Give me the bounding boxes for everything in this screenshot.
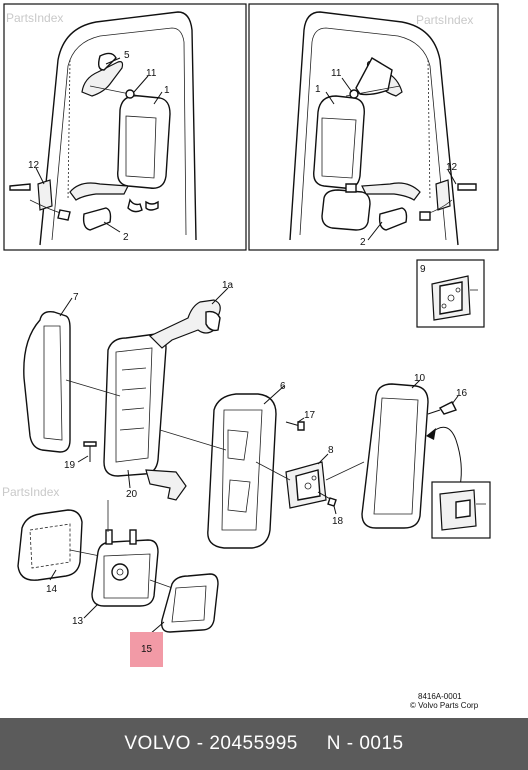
callout-12-right: 12 [446, 162, 458, 173]
callout-18: 18 [332, 516, 344, 527]
part-bracket-13 [83, 500, 179, 619]
callout-8: 8 [328, 445, 334, 456]
callout-19: 19 [64, 460, 76, 471]
callout-1a: 1a [222, 280, 234, 291]
watermark-top-left: PartsIndex [6, 11, 63, 25]
part-mirror-glass-10 [361, 379, 429, 529]
callout-10: 10 [414, 373, 426, 384]
part-frame-6 [159, 385, 285, 549]
callout-16: 16 [456, 388, 468, 399]
callout-5: 5 [124, 50, 130, 61]
parts-diagram: 5 11 1 12 2 PartsIndex 11 [2, 3, 499, 710]
inset-part-9 [416, 259, 485, 328]
part-screw-18 [317, 491, 337, 515]
callout-11: 11 [146, 68, 157, 79]
reference-copyright: © Volvo Parts Corp [410, 701, 479, 710]
part-motor-8 [255, 453, 365, 509]
callout-14: 14 [46, 584, 58, 595]
watermark-top-right: PartsIndex [416, 13, 473, 27]
callout-15-highlight [130, 632, 163, 667]
callout-15: 15 [141, 644, 153, 655]
callout-20: 20 [126, 489, 138, 500]
callout-2: 2 [123, 232, 129, 243]
callout-1-right: 1 [315, 84, 321, 95]
callout-1: 1 [164, 85, 170, 96]
footer-part-number: VOLVO - 20455995 N - 0015 [0, 718, 528, 770]
callout-13: 13 [72, 616, 84, 627]
inset-glass-clip [426, 426, 491, 539]
reference-code: 8416A-0001 [418, 692, 462, 701]
callout-9: 9 [420, 264, 426, 275]
panel-right-view [248, 3, 499, 251]
callout-2-right: 2 [360, 237, 366, 248]
part-glass-15 [149, 573, 219, 635]
part-screw-17 [285, 417, 305, 431]
part-cover-14 [17, 509, 101, 581]
panel-left-view [3, 3, 247, 251]
watermark-middle: PartsIndex [2, 485, 59, 499]
part-housing-20 [65, 287, 229, 501]
part-screw-16 [427, 395, 459, 415]
callout-7: 7 [73, 292, 79, 303]
part-cover-7 [23, 297, 73, 453]
callout-11-right: 11 [331, 68, 342, 79]
callout-12: 12 [28, 160, 40, 171]
callout-6: 6 [280, 381, 286, 392]
callout-17: 17 [304, 410, 316, 421]
